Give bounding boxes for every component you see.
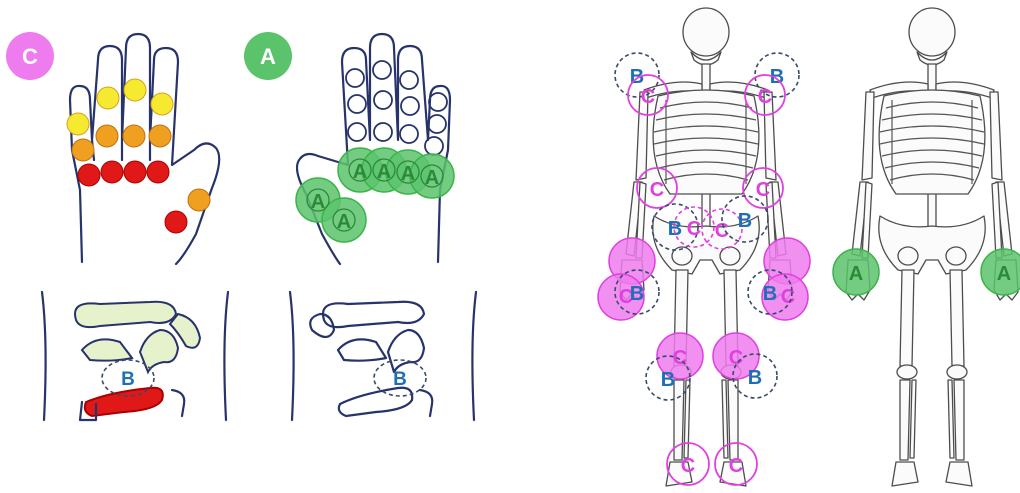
label-a-hand-r: A xyxy=(997,263,1011,285)
legend-c-label: C xyxy=(22,44,38,69)
label-b-hand-l: B xyxy=(630,283,644,305)
joint-mcp-5 xyxy=(78,164,100,186)
joint-dip-2 xyxy=(97,87,119,109)
skeleton-front-icon xyxy=(846,8,1018,486)
joint-mcp-3 xyxy=(124,161,146,183)
wrist-bones-icon-2: B xyxy=(290,292,476,420)
label-b-knee-l: B xyxy=(661,369,675,391)
joint-pip-5 xyxy=(72,139,94,161)
label-c-ankle-l: C xyxy=(681,455,695,477)
wrist-a-b-label: B xyxy=(393,369,407,390)
joint-pip-4 xyxy=(149,125,171,147)
joint-dip-3 xyxy=(124,79,146,101)
label-b-hip-l: B xyxy=(668,218,682,240)
joint-mcp-2 xyxy=(147,161,169,183)
label-c-ankle-r: C xyxy=(729,455,743,477)
label-a-hand-l: A xyxy=(849,263,863,285)
label-c-shoulder-r: C xyxy=(758,86,772,108)
hand-c-diagram: C xyxy=(6,32,219,264)
label-b-shoulder-l: B xyxy=(630,66,644,88)
label-b-hip-r: B xyxy=(738,210,752,232)
joint-thumb-ip xyxy=(188,189,210,211)
label-c-hip-r: C xyxy=(715,220,729,242)
joint-a-label-5: A xyxy=(311,191,325,213)
joint-a-label-3: A xyxy=(401,163,415,185)
joint-mcp-4 xyxy=(101,161,123,183)
joint-a-label-6: A xyxy=(337,211,351,233)
hand-a-diagram: A A A A A A A xyxy=(244,32,454,264)
joint-a-label-4: A xyxy=(425,167,439,189)
label-c-knee-l: C xyxy=(673,347,687,369)
joint-pip-2 xyxy=(96,125,118,147)
label-b-knee-r: B xyxy=(748,367,762,389)
joint-a-label-2: A xyxy=(377,161,391,183)
joint-dip-4 xyxy=(151,93,173,115)
joint-a-label-1: A xyxy=(353,161,367,183)
joint-dip-5 xyxy=(67,113,89,135)
wrist-bones-icon: B xyxy=(42,292,228,420)
label-b-hand-r: B xyxy=(763,283,777,305)
joint-pip-3 xyxy=(123,125,145,147)
label-c-elbow-l: C xyxy=(650,179,664,201)
label-c-shoulder-l: C xyxy=(641,86,655,108)
label-c-hand-r: C xyxy=(781,286,795,308)
label-c-elbow-r: C xyxy=(756,179,770,201)
joint-thumb-mcp xyxy=(165,211,187,233)
legend-a-label: A xyxy=(260,44,276,69)
wrist-c-b-label: B xyxy=(121,369,135,390)
label-c-hip-l: C xyxy=(687,218,701,240)
